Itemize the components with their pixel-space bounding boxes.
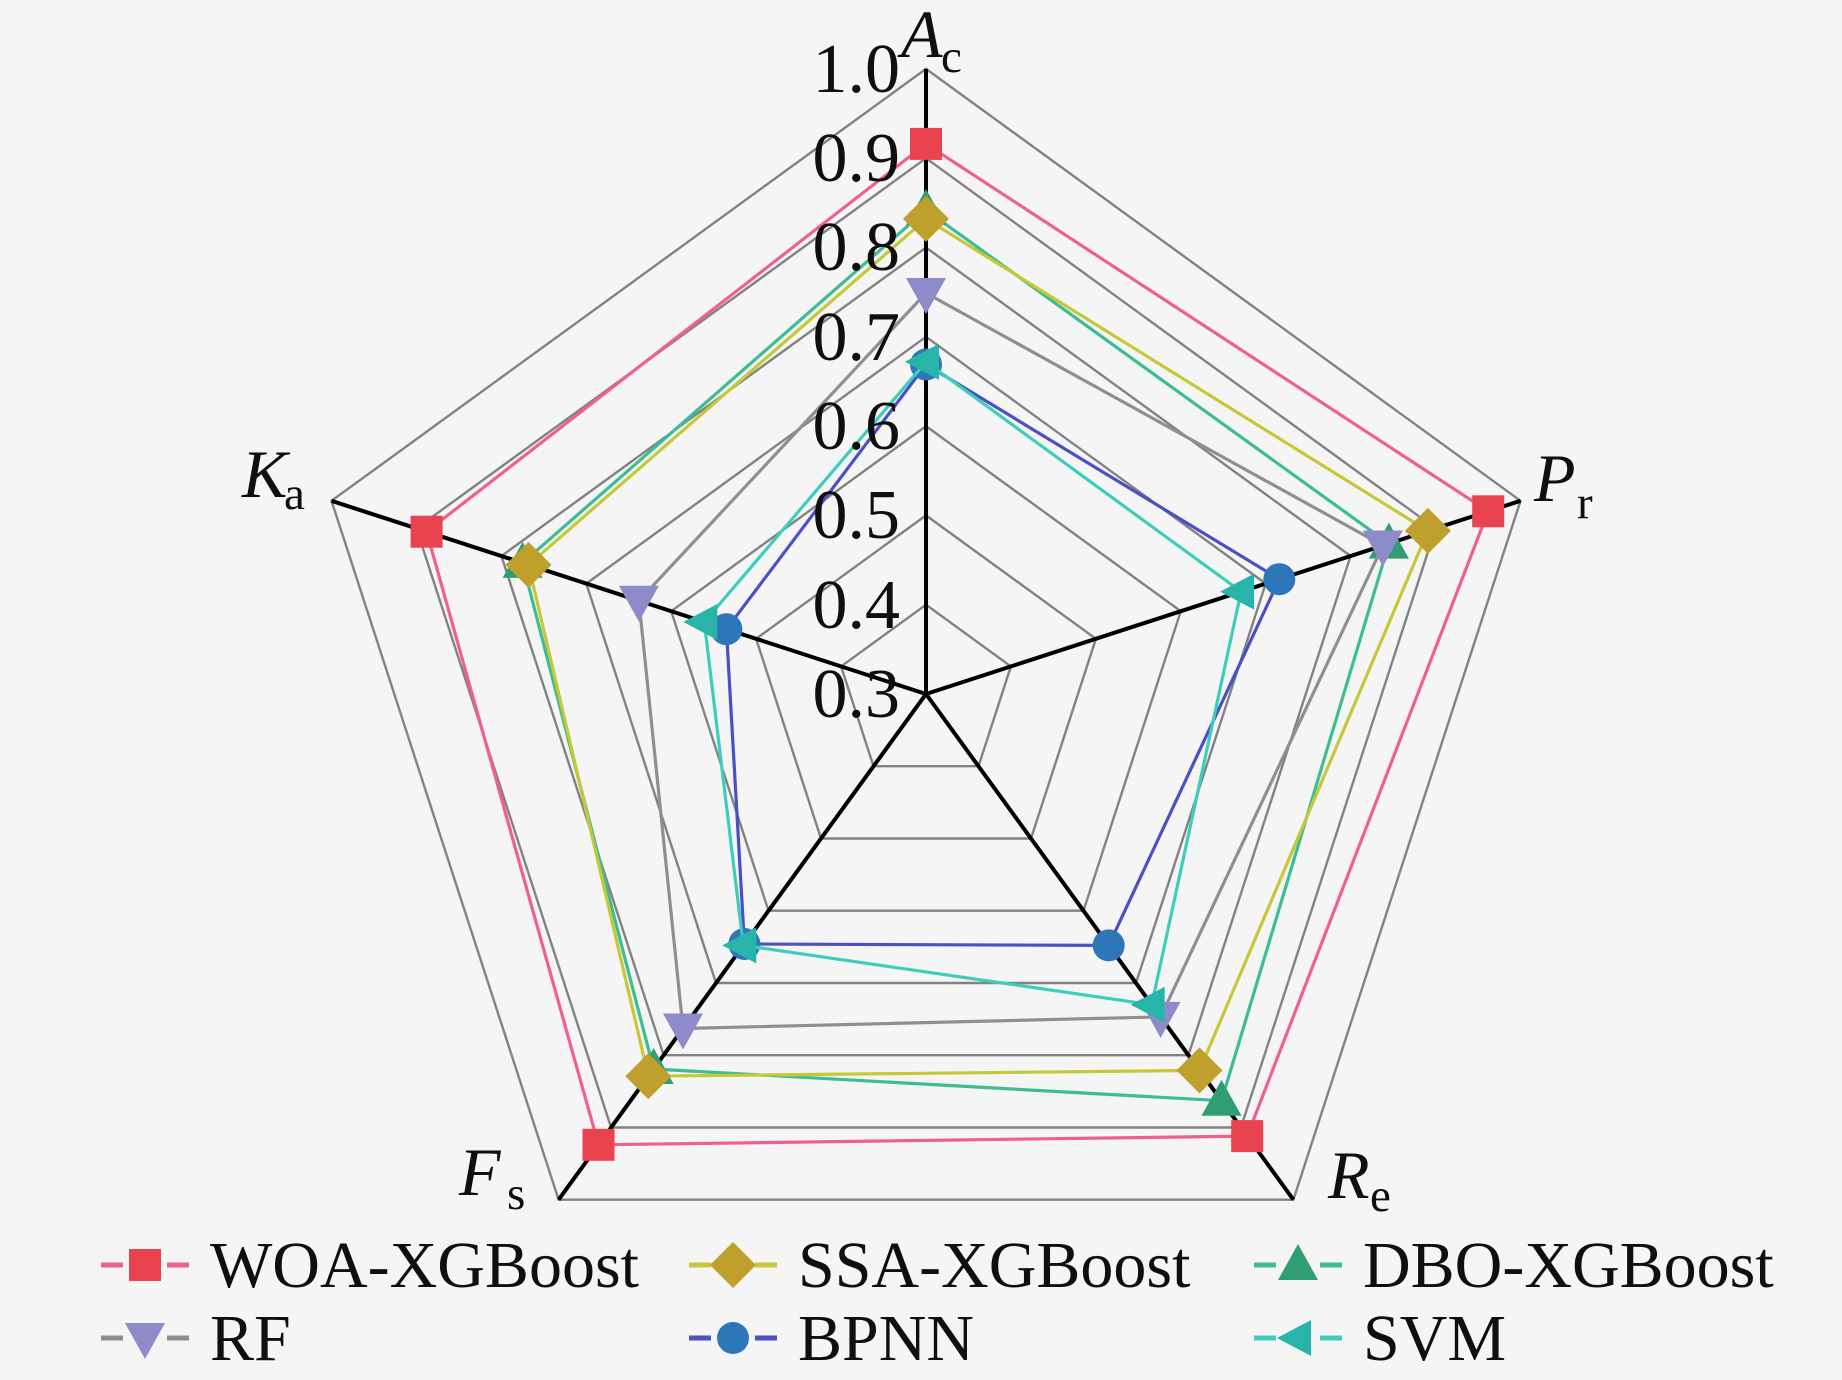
svg-text:WOA-XGBoost: WOA-XGBoost: [210, 1229, 639, 1302]
svg-text:K: K: [241, 436, 291, 512]
svg-text:0.8: 0.8: [813, 209, 901, 286]
svg-text:0.4: 0.4: [813, 567, 901, 644]
svg-text:SVM: SVM: [1363, 1302, 1506, 1375]
svg-text:F: F: [458, 1134, 502, 1210]
svg-text:P: P: [1533, 440, 1576, 516]
svg-text:0.9: 0.9: [813, 120, 901, 197]
svg-text:e: e: [1370, 1170, 1391, 1222]
svg-text:0.7: 0.7: [813, 299, 901, 376]
svg-text:BPNN: BPNN: [798, 1302, 974, 1375]
svg-text:A: A: [897, 0, 943, 72]
svg-text:0.3: 0.3: [813, 656, 901, 733]
svg-text:a: a: [284, 468, 305, 520]
svg-text:SSA-XGBoost: SSA-XGBoost: [798, 1229, 1190, 1302]
svg-text:c: c: [941, 31, 962, 83]
svg-text:0.6: 0.6: [813, 388, 901, 465]
svg-text:R: R: [1327, 1137, 1370, 1213]
svg-text:1.0: 1.0: [813, 31, 901, 108]
svg-text:s: s: [507, 1168, 525, 1220]
svg-text:RF: RF: [210, 1302, 291, 1375]
svg-text:0.5: 0.5: [813, 477, 901, 554]
svg-text:r: r: [1577, 477, 1593, 529]
svg-text:DBO-XGBoost: DBO-XGBoost: [1363, 1229, 1774, 1302]
